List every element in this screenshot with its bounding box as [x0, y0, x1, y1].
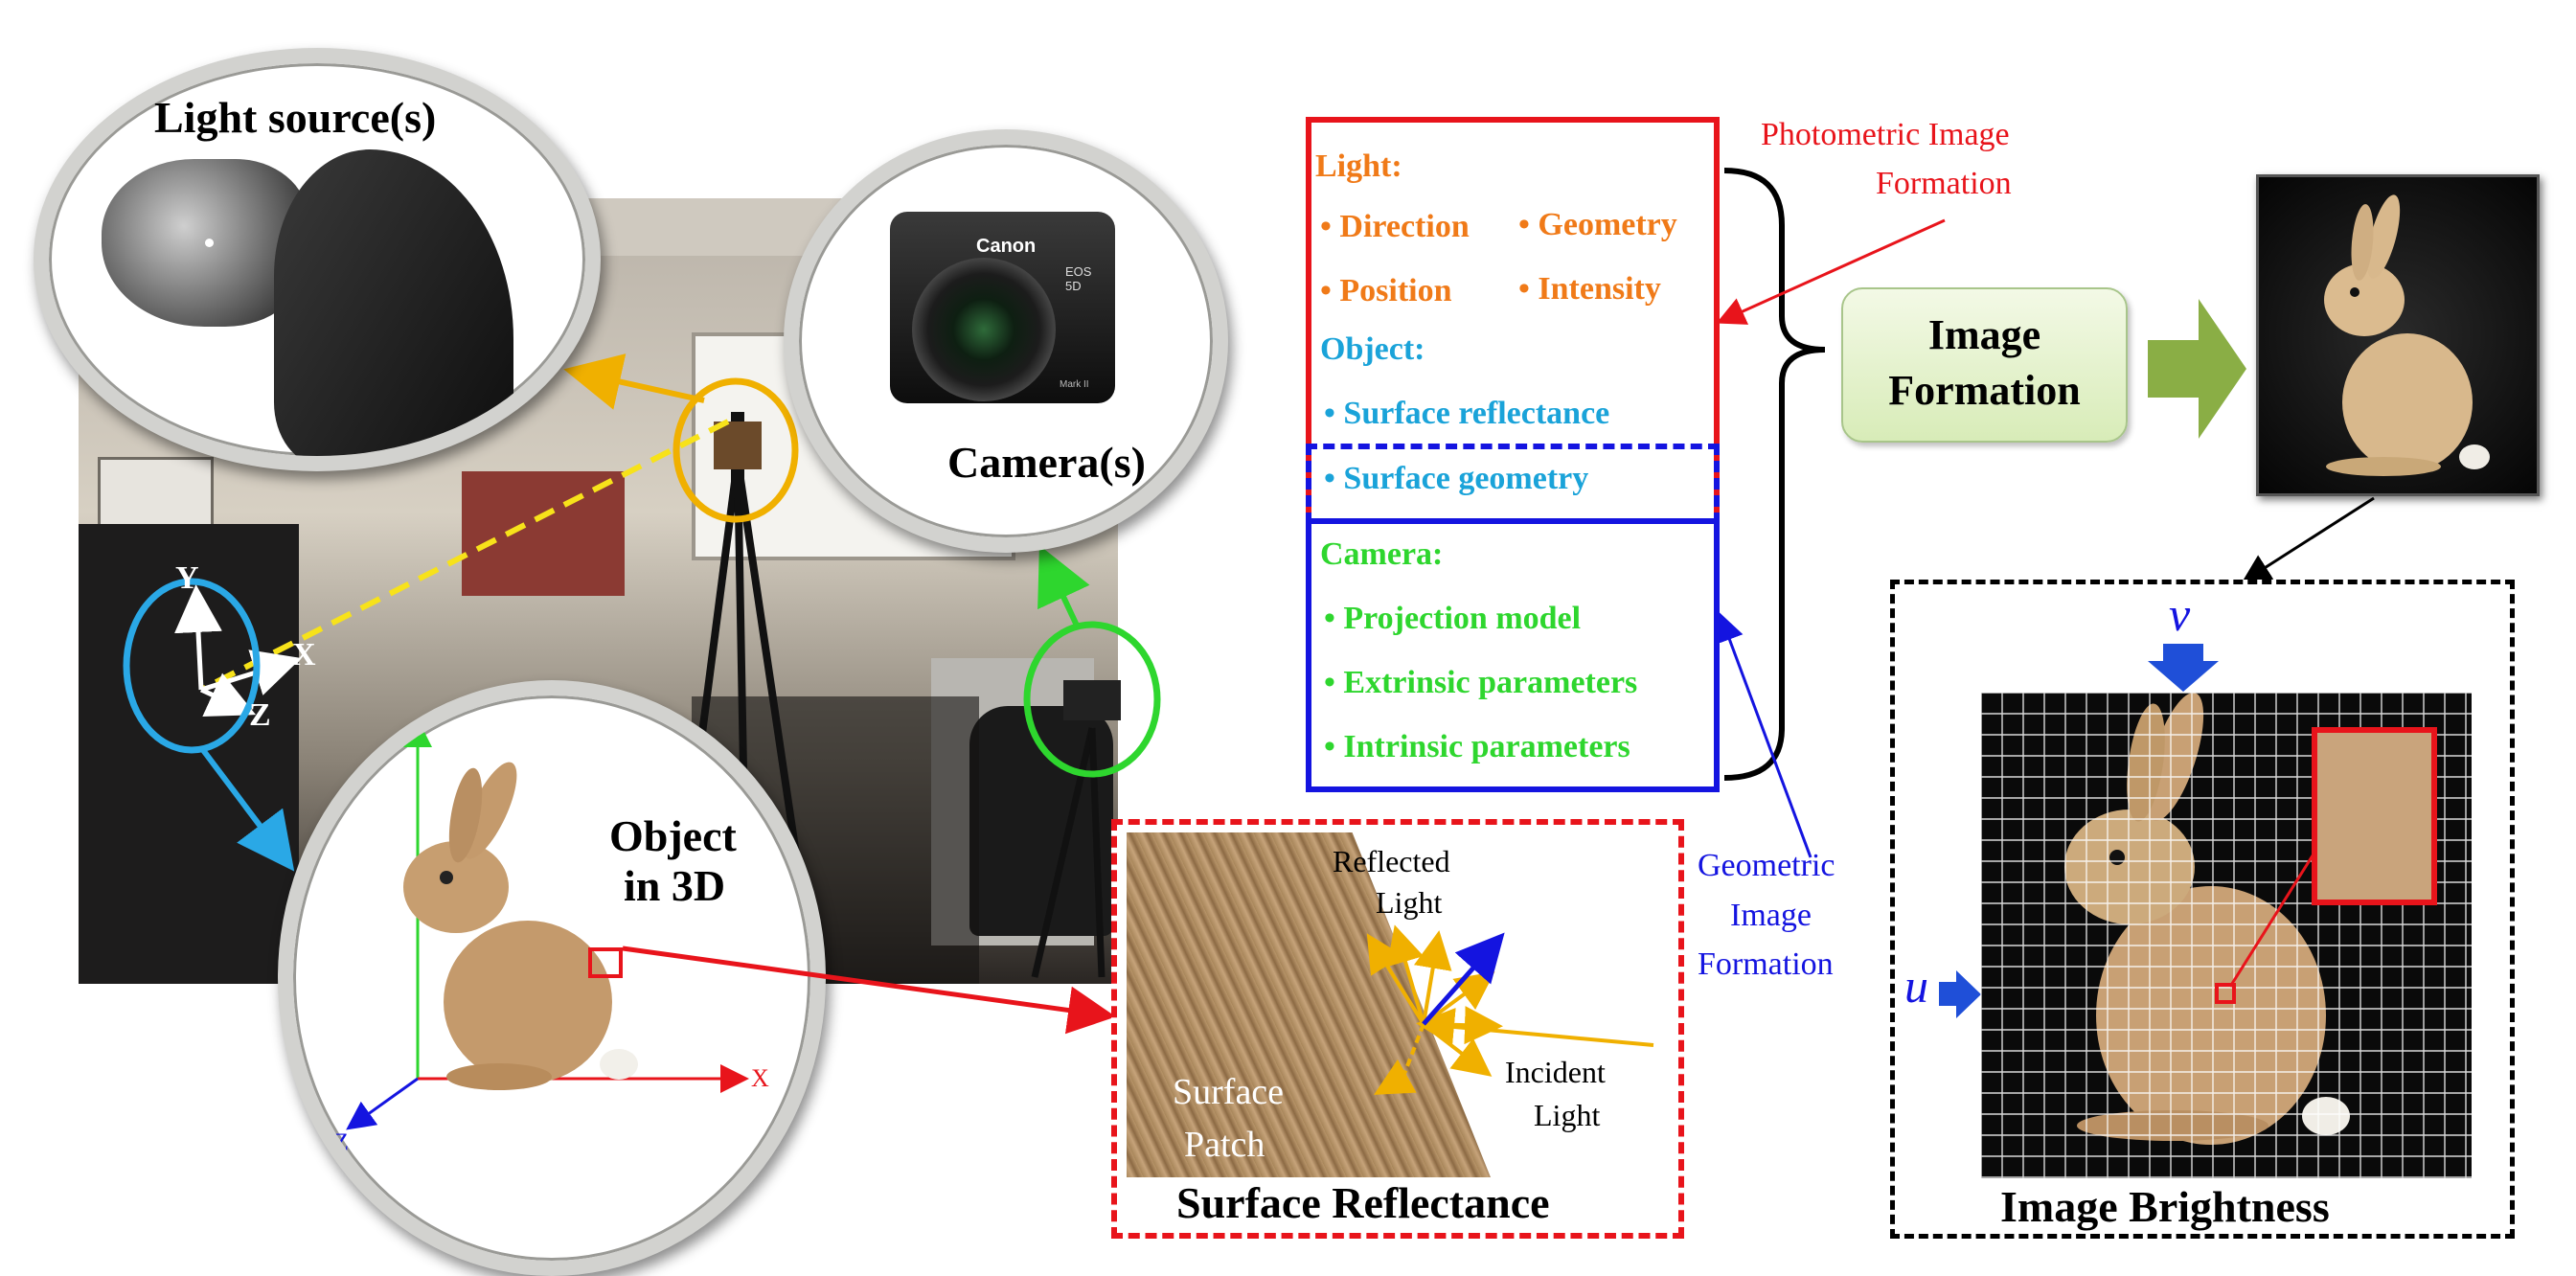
camera-lens [912, 258, 1056, 401]
incident-label-line1: Incident [1505, 1055, 1606, 1089]
pixel-marker [2215, 983, 2236, 1004]
light-connector-arrow [563, 353, 705, 410]
geometric-label-line2: Image [1730, 898, 1812, 933]
light-header: Light: [1315, 148, 1402, 184]
lamp-foil-head [102, 159, 308, 327]
geometric-label-line3: Formation [1698, 946, 1834, 982]
camera-connector-arrow [1037, 545, 1090, 629]
image-formation-line2: Formation [1888, 367, 2081, 414]
bunny-ear [448, 767, 483, 863]
photo-axis-y-arrow [174, 584, 222, 691]
photometric-label-line2: Formation [1876, 166, 2012, 201]
object-oval: Object in 3D Y X Z [278, 680, 826, 1276]
camera-label: Camera(s) [947, 438, 1146, 487]
reflected-label-line1: Reflected [1333, 844, 1450, 878]
bunny-photo [2256, 174, 2540, 496]
light-source-label: Light source(s) [154, 93, 437, 142]
light-highlight-circle [672, 377, 799, 523]
object-item-geometry: • Surface geometry [1324, 461, 1589, 496]
bunny-head [403, 841, 509, 933]
object-item-reflectance: • Surface reflectance [1324, 396, 1610, 431]
reflectance-caption: Surface Reflectance [1176, 1178, 1550, 1227]
brightness-caption: Image Brightness [2000, 1182, 2330, 1231]
image-formation-box: Image Formation [1841, 287, 2128, 443]
object-label-line1: Object [609, 811, 737, 860]
lamp-center-dot [205, 239, 214, 247]
camera-item-projection: • Projection model [1324, 601, 1582, 636]
object-axis-y-label: Y [408, 695, 426, 723]
bunny-photo-figure [2324, 194, 2490, 476]
patch-label-line1: Surface [1173, 1072, 1285, 1112]
camera-params-box [1306, 518, 1720, 792]
reflected-label-line2: Light [1376, 885, 1443, 920]
light-item-direction: • Direction [1320, 209, 1470, 244]
object-connector-arrow [200, 748, 295, 872]
v-arrow [2148, 644, 2219, 692]
object-label-line2: in 3D [624, 861, 726, 910]
object-axis-z-label: Z [333, 1128, 349, 1156]
bunny-foot [446, 1063, 552, 1090]
photo-axis-z-arrow [199, 672, 257, 718]
brightness-figure [1939, 644, 2472, 1178]
lamp-black-cloth [274, 149, 513, 456]
photo-axis-x-label: X [292, 637, 316, 672]
object-axes [346, 718, 749, 1130]
light-head [714, 422, 762, 469]
light-source-oval: Light source(s) [34, 48, 601, 471]
incident-label-line2: Light [1534, 1098, 1601, 1132]
image-formation-line1: Image [1927, 311, 2041, 358]
v-label: v [2169, 587, 2191, 641]
reflectance-rays [1366, 924, 1654, 1095]
camera-highlight-circle [1023, 621, 1161, 778]
brightness-box: v u Image Brightness [1890, 580, 2515, 1239]
light-ray [199, 419, 730, 693]
bunny-body [444, 921, 612, 1083]
camera-model-text: EOS 5D [1065, 264, 1092, 293]
bunny-tail [600, 1049, 638, 1080]
patch-label-line2: Patch [1184, 1125, 1265, 1165]
camera-header: Camera: [1320, 536, 1444, 572]
object-header: Object: [1320, 331, 1425, 367]
geometric-label-line1: Geometric [1698, 848, 1835, 883]
light-item-intensity: • Intensity [1518, 271, 1661, 307]
camera-small [1063, 680, 1121, 720]
u-label: u [1904, 959, 1928, 1013]
photo-axis-z-label: Z [249, 697, 271, 733]
bunny-ear [462, 762, 517, 859]
u-arrow [1939, 970, 1981, 1018]
camera-item-intrinsic: • Intrinsic parameters [1324, 729, 1630, 764]
camera-mark-text: Mark II [1060, 379, 1089, 390]
camera-brand-text: Canon [976, 236, 1037, 257]
object-patch-marker [588, 947, 623, 978]
object-axis-x-label: X [751, 1064, 769, 1092]
reflectance-box: Reflected Light Incident Light Surface P… [1111, 819, 1684, 1239]
light-item-position: • Position [1320, 273, 1452, 308]
camera-item-extrinsic: • Extrinsic parameters [1324, 665, 1638, 700]
bunny-eye [440, 871, 453, 884]
object-highlight-circle [123, 578, 261, 754]
photometric-label-line1: Photometric Image [1761, 117, 2010, 152]
zoomed-pixel [2312, 727, 2437, 905]
poster-board [462, 471, 625, 596]
photo-axis-y-label: Y [175, 560, 199, 596]
light-item-geometry: • Geometry [1518, 207, 1677, 242]
camera-oval: Canon EOS 5D Mark II Camera(s) [784, 129, 1228, 553]
camera-tripod [1031, 727, 1106, 978]
